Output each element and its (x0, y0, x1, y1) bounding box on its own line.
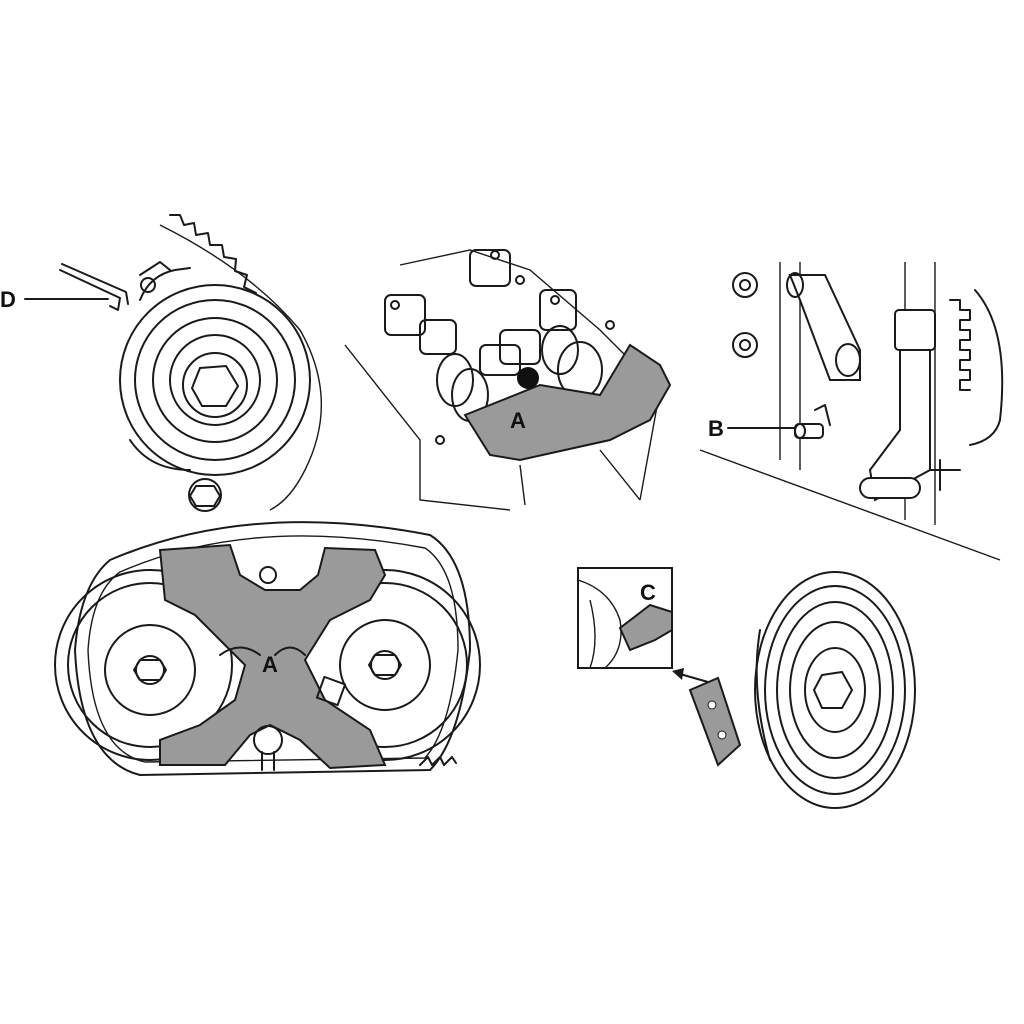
label-d: D (0, 287, 16, 312)
label-b: B (708, 416, 724, 441)
label-a-top: A (510, 408, 526, 433)
panel-camshaft-top: A (344, 249, 672, 511)
label-a-front: A (262, 652, 278, 677)
panel-crank-pulley: C (577, 567, 916, 809)
panel-flywheel-pin: B (699, 262, 1004, 561)
panel-camshaft-gears: A (54, 521, 481, 776)
panel-tensioner-pin: D (0, 214, 323, 512)
label-c: C (640, 580, 656, 605)
